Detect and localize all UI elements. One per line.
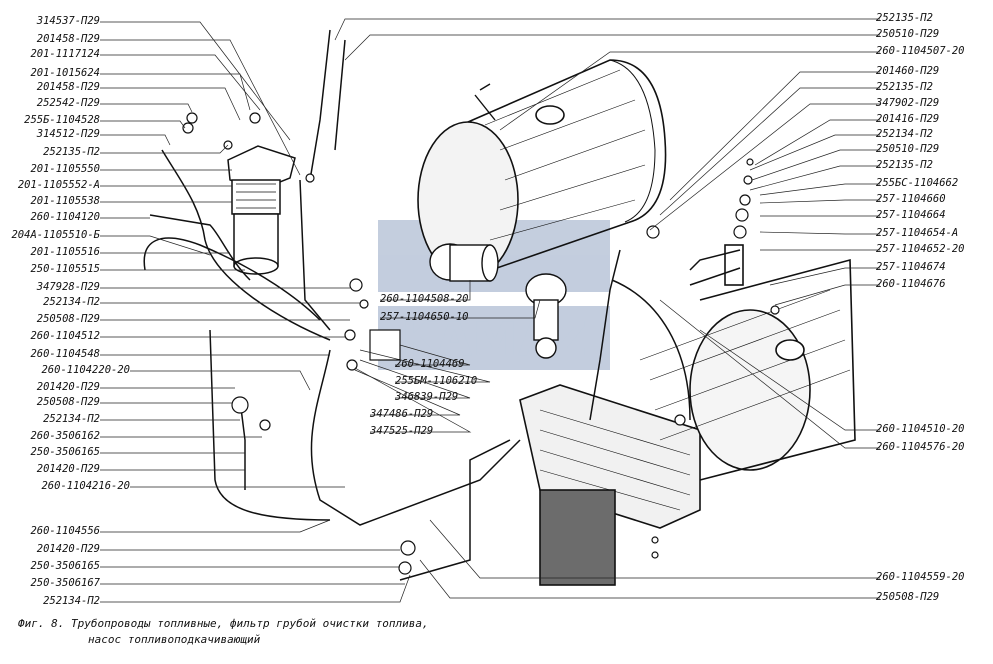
callout-label: 260-1104512 bbox=[30, 330, 100, 342]
callout-label: 255БС-1104662 bbox=[876, 177, 959, 189]
coarse-fuel-filter bbox=[227, 145, 296, 275]
callout-label: 252134-П2 bbox=[876, 128, 933, 140]
leader-lines-center bbox=[354, 280, 541, 433]
upper-fuel-tank bbox=[417, 59, 667, 279]
callout-label: 260-1104559-20 bbox=[876, 571, 965, 583]
callout-label: 255Б-1104528 bbox=[24, 114, 100, 126]
caption-line1: Трубопроводы топливные, фильтр грубой оч… bbox=[70, 617, 429, 630]
callout-label: 250508-П29 bbox=[36, 396, 100, 408]
callout-label: 346839-П29 bbox=[395, 391, 459, 403]
callout-label: 201-1105538 bbox=[30, 195, 100, 207]
caption-prefix: Фиг. 8. bbox=[18, 617, 65, 630]
callout-label: 260-1104120 bbox=[30, 211, 100, 223]
callout-label: 260-1104508-20 bbox=[380, 293, 469, 305]
callout-label: 252135-П2 bbox=[43, 146, 100, 158]
callout-label: 260-1104548 bbox=[30, 348, 100, 360]
callout-label: 250-3506165 bbox=[30, 560, 100, 572]
callout-label: 257-1104664 bbox=[876, 209, 946, 221]
tank-pump bbox=[429, 243, 499, 282]
callout-label: 260-1104220-20 bbox=[41, 364, 130, 376]
callout-label: 201-1105516 bbox=[30, 246, 100, 258]
callout-label: 257-1104650-10 bbox=[380, 311, 469, 323]
callout-label: 201-1105552-А bbox=[17, 179, 100, 191]
callout-label: 250508-П29 bbox=[36, 313, 100, 325]
callout-label: 250510-П29 bbox=[876, 28, 940, 40]
callout-label: 252135-П2 bbox=[876, 12, 933, 24]
callout-label: 257-1104660 bbox=[876, 193, 946, 205]
callout-label: 255БМ-1106210 bbox=[395, 375, 478, 387]
fittings bbox=[182, 112, 780, 575]
callout-label: 260-1104216-20 bbox=[41, 480, 130, 492]
callout-label: 250-1105515 bbox=[30, 263, 100, 275]
callout-label: 201-1117124 bbox=[30, 48, 100, 60]
priming-pump bbox=[525, 273, 567, 359]
callout-label: 201416-П29 bbox=[876, 113, 940, 125]
callout-label: 250-3506167 bbox=[30, 577, 100, 589]
callout-label: 252542-П29 bbox=[36, 97, 100, 109]
callout-label: 347486-П29 bbox=[370, 408, 434, 420]
callout-label: 252135-П2 bbox=[876, 81, 933, 93]
callout-label: 314537-П29 bbox=[36, 15, 100, 27]
callout-label: 257-1104654-А bbox=[876, 227, 959, 239]
callout-label: 201420-П29 bbox=[36, 463, 100, 475]
callout-label: 204А-1105510-Б bbox=[11, 229, 100, 241]
callout-label: 201458-П29 bbox=[36, 81, 100, 93]
callout-label: 260-3506162 bbox=[30, 430, 100, 442]
callout-label: 347902-П29 bbox=[876, 97, 940, 109]
callout-label: 250510-П29 bbox=[876, 143, 940, 155]
callout-label: 201460-П29 bbox=[876, 65, 940, 77]
callout-label: 257-1104652-20 bbox=[876, 243, 965, 255]
callout-label: 260-1104510-20 bbox=[876, 423, 965, 435]
callout-label: 201420-П29 bbox=[36, 543, 100, 555]
callout-label: 250-3506165 bbox=[30, 446, 100, 458]
callout-label: 347928-П29 bbox=[36, 281, 100, 293]
callout-label: 252134-П2 bbox=[43, 595, 100, 607]
callout-label: 201420-П29 bbox=[36, 381, 100, 393]
leader-lines bbox=[100, 21, 411, 603]
figure-caption: Фиг. 8. Трубопроводы топливные, фильтр г… bbox=[18, 617, 429, 630]
callout-label: 201458-П29 bbox=[36, 33, 100, 45]
callout-label: 260-1104556 bbox=[30, 525, 100, 537]
callout-label: 260-1104676 bbox=[876, 278, 946, 290]
callout-label: 252134-П2 bbox=[43, 296, 100, 308]
callout-label: 260-1104469 bbox=[395, 358, 465, 370]
lower-fuel-tank bbox=[519, 244, 856, 586]
callout-label: 252135-П2 bbox=[876, 159, 933, 171]
leader-lines-right bbox=[334, 18, 880, 599]
callout-label: 250508-П29 bbox=[876, 591, 940, 603]
callout-label: 314512-П29 bbox=[36, 128, 100, 140]
callout-label: 347525-П29 bbox=[370, 425, 434, 437]
callout-label: 260-1104576-20 bbox=[876, 441, 965, 453]
callout-label: 201-1015624 bbox=[30, 67, 100, 79]
callout-label: 260-1104507-20 bbox=[876, 45, 965, 57]
figure-caption-line2: насос топливоподкачивающий bbox=[88, 633, 261, 646]
callout-label: 201-1105550 bbox=[30, 163, 100, 175]
callout-label: 252134-П2 bbox=[43, 413, 100, 425]
callout-label: 257-1104674 bbox=[876, 261, 946, 273]
